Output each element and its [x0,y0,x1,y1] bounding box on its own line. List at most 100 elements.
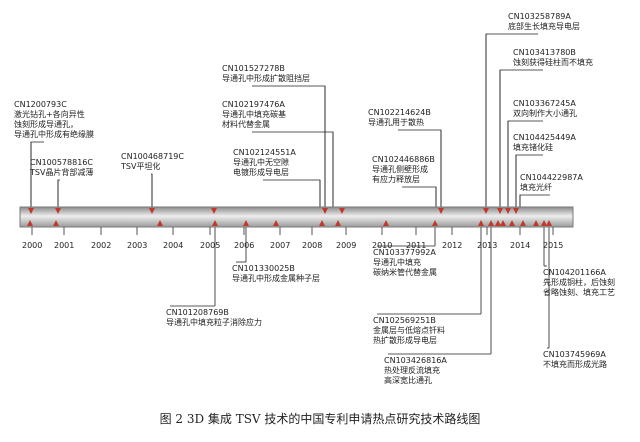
timeline-marker [438,208,444,214]
patent-number: CN100468719C [121,152,184,161]
leader-lines [30,33,550,355]
timeline-marker [27,220,33,226]
timeline-marker [157,220,163,226]
patent-description: 导通孔中填充粒子消除应力 [166,318,262,327]
year-label: 2014 [510,241,531,250]
patent-description: 先形成铜柱，后蚀刻 [543,278,615,287]
year-label: 2004 [163,241,184,250]
timeline-marker [505,208,511,214]
patent-number: CN101330025B [232,264,295,273]
patent-description: 导通孔中形成有绝缘膜 [14,130,94,139]
patent-description: 底部生长填充导电层 [508,22,580,31]
timeline-marker [533,220,539,226]
timeline-marker [243,220,249,226]
patent-number: CN102446886B [372,155,435,164]
timeline-marker [500,220,506,226]
patent-description: 蚀刻获得硅柱而不填充 [513,58,593,67]
year-label: 2001 [54,241,75,250]
patent-number: CN102569251B [373,316,436,325]
year-label: 2002 [91,241,112,250]
timeline-marker [273,220,279,226]
patent-description: 填充锗化硅 [513,143,553,152]
year-label: 2008 [302,241,323,250]
year-label: 2015 [543,241,564,250]
figure-caption: 图 2 3D 集成 TSV 技术的中国专利申请热点研究技术路线图 [159,412,481,426]
patent-number: CN103258789A [508,12,571,21]
timeline-marker [149,208,155,214]
patent-description: 金属层与低熔点钎料 [373,326,445,335]
patent-description: 热扩散形成导电层 [373,336,437,345]
year-label: 2011 [406,241,427,250]
leader-line [263,179,321,207]
patent-description: 导通孔侧壁形成 [372,165,428,174]
timeline-marker [211,208,217,214]
leader-line [519,194,550,207]
timeline-marker [520,220,526,226]
patent-number: CN102124551A [233,148,296,157]
timeline-marker [509,220,515,226]
patent-description: 有应力释放层 [372,175,420,184]
patent-number: CN103413780B [513,48,576,57]
patent-number: CN103426816A [384,356,447,365]
timeline-marker [513,208,519,214]
timeline-marker [322,208,328,214]
patent-number: CN103377992A [373,248,436,257]
patent-number: CN103367245A [513,99,576,108]
markers [27,208,552,226]
patent-description: 热处理反流填充 [384,366,440,375]
patent-description: TSV晶片背部减薄 [30,168,94,177]
year-label: 2000 [22,241,43,250]
timeline-marker [488,220,494,226]
patent-description: 导通孔中无空隙 [233,158,289,167]
patent-description: 材料代替金属 [222,120,270,129]
timeline-marker [541,220,547,226]
timeline-marker [483,208,489,214]
timeline-marker [478,220,484,226]
patent-description: 导通孔用于散热 [368,118,424,127]
timeline-marker [319,220,325,226]
patent-description: 省略蚀刻、填充工艺 [543,288,615,297]
patent-number: CN104422987A [520,173,583,182]
patent-number: CN102214624B [368,108,431,117]
timeline-marker [495,220,501,226]
patent-description: 双向制作大小通孔 [513,109,577,118]
patent-description: 导通孔中填充 [373,258,421,267]
patent-description: 激光钻孔+各向异性 [14,110,85,119]
patent-number: CN104425449A [513,133,576,142]
patent-number: CN1200793C [14,100,67,109]
year-label: 2006 [234,241,255,250]
timeline-marker [53,220,59,226]
year-label: 2012 [442,241,463,250]
patent-number: CN101527278B [222,64,285,73]
patent-description: 不填充而形成光路 [543,360,607,369]
patent-number: CN104201166A [543,268,606,277]
timeline-marker [55,208,61,214]
timeline-marker [339,208,345,214]
year-ticks [31,227,554,235]
year-label: 2010 [372,241,393,250]
timeline-marker [546,220,552,226]
patent-description: 导通孔中形成扩散阻挡层 [222,74,310,83]
year-label: 2013 [477,241,498,250]
patent-number: CN103745969A [543,350,606,359]
patent-description: 高深宽比通孔 [384,376,432,385]
patent-number: CN102197476A [222,100,285,109]
